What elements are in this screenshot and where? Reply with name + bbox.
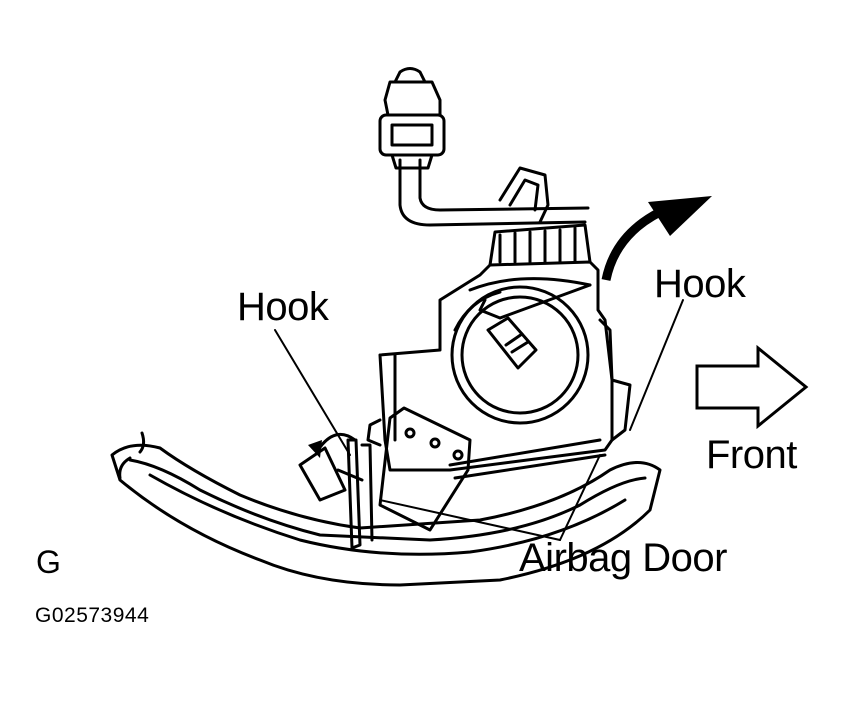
label-airbag-door: Airbag Door — [519, 536, 727, 580]
leader-hook-left — [274, 329, 351, 456]
horn-pad-ring — [450, 285, 590, 425]
airbag-module-housing — [366, 260, 632, 480]
front-arrow-icon — [695, 344, 809, 430]
wire-harness — [378, 67, 590, 227]
rotate-arrow-right — [601, 196, 712, 281]
side-bracket — [378, 406, 472, 532]
inflator-connector — [486, 316, 538, 370]
view-letter: G — [36, 544, 61, 580]
leader-hook-right — [629, 299, 684, 431]
label-hook-left: Hook — [237, 285, 329, 329]
airbag-door-shell — [110, 431, 662, 587]
label-hook-right: Hook — [654, 262, 746, 306]
leader-airbag-door-1 — [559, 454, 601, 541]
top-bracket — [468, 166, 592, 320]
leader-airbag-door-2 — [379, 499, 561, 541]
rotate-arrow-left — [308, 432, 356, 458]
figure-code: G02573944 — [35, 604, 150, 627]
label-front: Front — [706, 433, 797, 477]
